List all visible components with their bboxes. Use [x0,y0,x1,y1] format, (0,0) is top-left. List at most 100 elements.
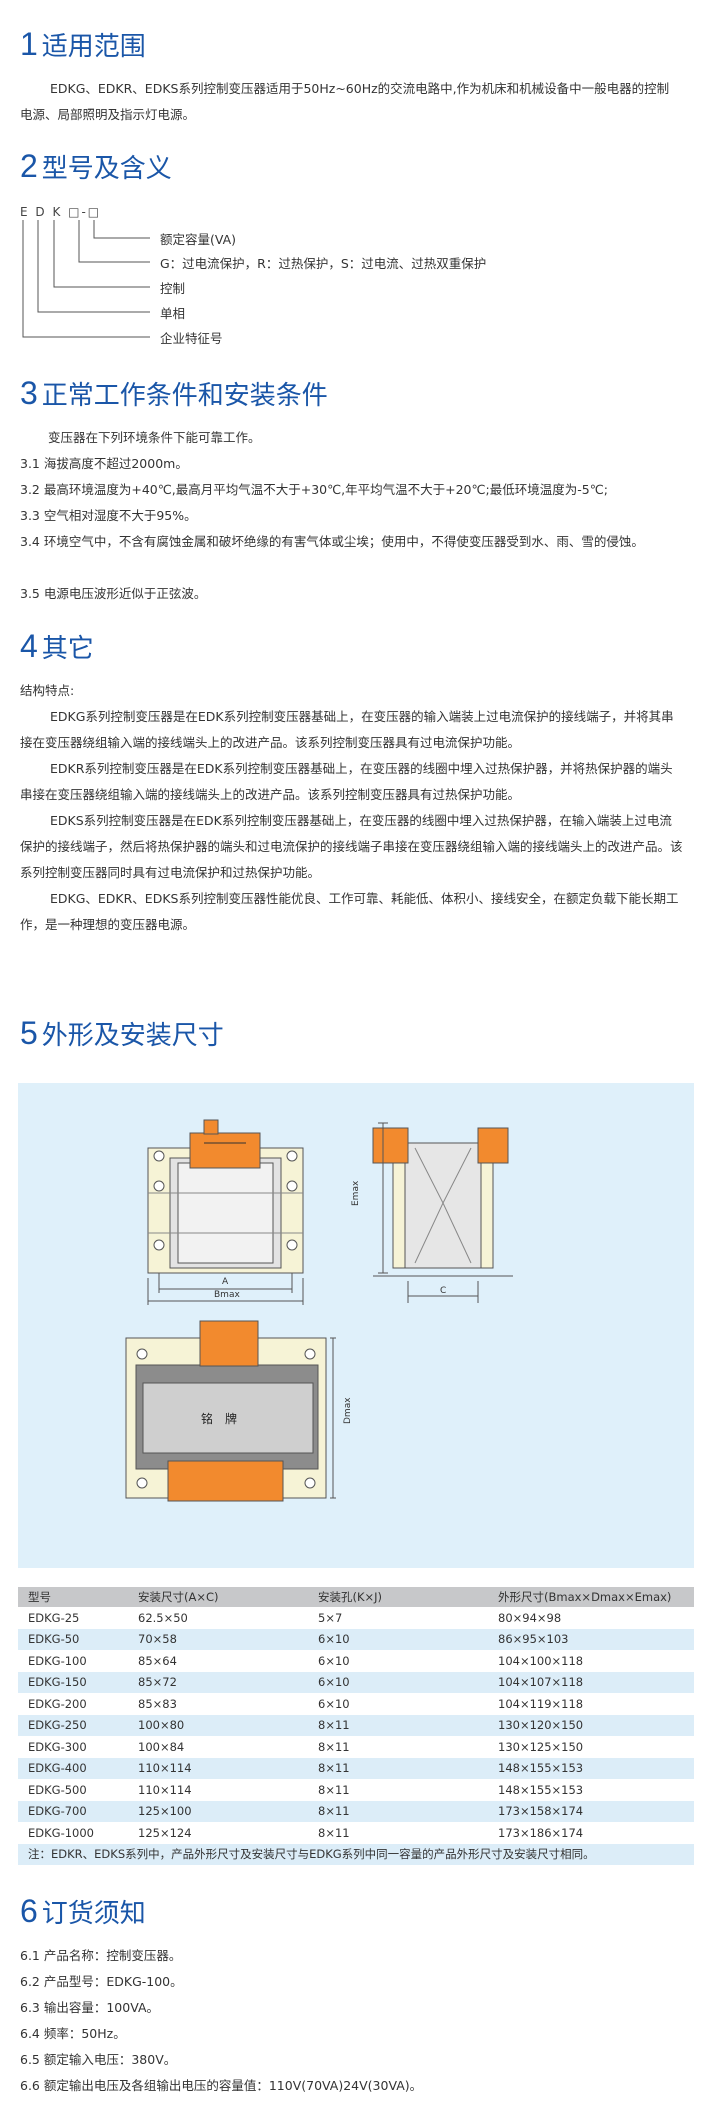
cell-outline: 130×120×150 [488,1714,694,1736]
cell-model: EDKG-25 [18,1607,128,1629]
cell-holes: 8×11 [308,1779,488,1801]
transformer-drawings: A Bmax Emax C [125,1119,513,1502]
cell-model: EDKG-150 [18,1671,128,1693]
cell-holes: 8×11 [308,1800,488,1822]
condition-item: 3.5 电源电压波形近似于正弦波。 [20,586,207,601]
section-title-text: 正常工作条件和安装条件 [41,381,328,411]
bottom-view [125,1320,336,1502]
structure-para-edks: EDKS系列控制变压器是在EDK系列控制变压器基础上，在变压器的线圈中埋入过热保… [20,813,683,880]
section-number: 2 [20,148,38,184]
model-label-protection: G：过电流保护，R：过热保护，S：过电流、过热双重保护 [160,256,487,271]
cell-mounting: 100×80 [128,1714,308,1736]
order-item: 6.4 频率：50Hz。 [20,2026,126,2041]
cell-outline: 104×107×118 [488,1671,694,1693]
dim-label-a: A [222,1277,229,1287]
dimension-table: 型号 安装尺寸(A×C) 安装孔(K×J) 外形尺寸(Bmax×Dmax×Ema… [18,1587,694,1865]
section-title-text: 型号及含义 [41,154,172,184]
section-1-body: EDKG、EDKR、EDKS系列控制变压器适用于50Hz~60Hz的交流电路中,… [20,81,670,122]
cell-outline: 104×100×118 [488,1650,694,1672]
cell-model: EDKG-250 [18,1714,128,1736]
col-header-model: 型号 [18,1587,128,1607]
table-header-row: 型号 安装尺寸(A×C) 安装孔(K×J) 外形尺寸(Bmax×Dmax×Ema… [18,1587,694,1607]
section-title-text: 订货须知 [41,1899,146,1929]
model-brackets [22,220,150,338]
cell-holes: 5×7 [308,1607,488,1629]
model-code: E D K □-□ [20,205,102,219]
cell-holes: 8×11 [308,1714,488,1736]
section-number: 5 [20,1015,38,1051]
structure-para-summary: EDKG、EDKR、EDKS系列控制变压器性能优良、工作可靠、耗能低、体积小、接… [20,891,679,932]
cell-outline: 130×125×150 [488,1736,694,1758]
cell-outline: 173×158×174 [488,1800,694,1822]
cell-model: EDKG-400 [18,1757,128,1779]
section-title-text: 外形及安装尺寸 [41,1021,224,1051]
cell-mounting: 85×64 [128,1650,308,1672]
side-view [372,1122,513,1303]
order-item: 6.6 额定输出电压及各组输出电压的容量值：110V(70VA)24V(30VA… [20,2078,423,2093]
col-header-mounting: 安装尺寸(A×C) [128,1587,308,1607]
cell-model: EDKG-100 [18,1650,128,1672]
model-label-control: 控制 [160,281,186,296]
section-number: 4 [20,628,38,664]
cell-holes: 6×10 [308,1671,488,1693]
structure-para-edkr: EDKR系列控制变压器是在EDK系列控制变压器基础上，在变压器的线圈中埋入过热保… [20,761,673,802]
model-label-single-phase: 单相 [160,306,186,321]
cell-holes: 6×10 [308,1693,488,1715]
condition-item: 3.4 环境空气中，不含有腐蚀金属和破坏绝缘的有害气体或尘埃；使用中，不得使变压… [20,534,644,549]
cell-outline: 104×119×118 [488,1693,694,1715]
cell-mounting: 100×84 [128,1736,308,1758]
structure-heading: 结构特点: [20,683,75,698]
cell-outline: 86×95×103 [488,1628,694,1650]
condition-item: 3.3 空气相对湿度不大于95%。 [20,508,197,523]
dim-label-bmax: Bmax [214,1290,240,1300]
section-3-intro: 变压器在下列环境条件下能可靠工作。 [48,430,261,445]
cell-model: EDKG-50 [18,1628,128,1650]
cell-holes: 6×10 [308,1628,488,1650]
table-note-row: 注：EDKR、EDKS系列中，产品外形尺寸及安装尺寸与EDKG系列中同一容量的产… [18,1843,694,1865]
model-label-company-code: 企业特征号 [160,331,223,346]
cell-mounting: 110×114 [128,1779,308,1801]
cell-model: EDKG-1000 [18,1822,128,1844]
dimension-drawing-panel: A Bmax Emax C [18,1083,694,1568]
dim-label-c: C [440,1286,446,1296]
section-number: 3 [20,375,38,411]
order-item: 6.5 额定输入电压：380V。 [20,2052,177,2067]
cell-model: EDKG-500 [18,1779,128,1801]
cell-mounting: 70×58 [128,1628,308,1650]
front-view [147,1119,304,1305]
section-number: 6 [20,1893,38,1929]
cell-outline: 148×155×153 [488,1779,694,1801]
order-item: 6.1 产品名称：控制变压器。 [20,1948,182,1963]
cell-model: EDKG-300 [18,1736,128,1758]
cell-mounting: 125×100 [128,1800,308,1822]
cell-mounting: 125×124 [128,1822,308,1844]
cell-outline: 80×94×98 [488,1607,694,1629]
condition-item: 3.2 最高环境温度为+40℃,最高月平均气温不大于+30℃,年平均气温不大于+… [20,482,608,497]
cell-mounting: 85×83 [128,1693,308,1715]
section-number: 1 [20,26,38,62]
col-header-holes: 安装孔(K×J) [308,1587,488,1607]
dim-label-dmax: Dmax [343,1397,353,1424]
structure-para-edkg: EDKG系列控制变压器是在EDK系列控制变压器基础上，在变压器的输入端装上过电流… [20,709,674,750]
condition-item: 3.1 海拔高度不超过2000m。 [20,456,188,471]
cell-holes: 8×11 [308,1736,488,1758]
cell-mounting: 85×72 [128,1671,308,1693]
cell-outline: 173×186×174 [488,1822,694,1844]
order-item: 6.2 产品型号：EDKG-100。 [20,1974,183,1989]
model-label-capacity: 额定容量(VA) [160,232,237,247]
cell-holes: 8×11 [308,1822,488,1844]
dim-label-emax: Emax [351,1180,361,1206]
cell-holes: 8×11 [308,1757,488,1779]
